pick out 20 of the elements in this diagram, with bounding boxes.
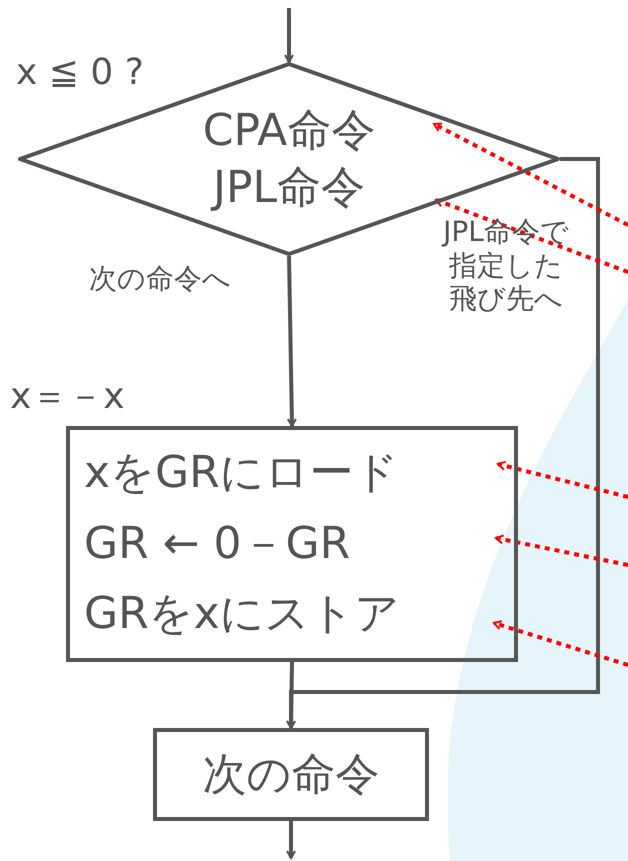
condition-label: x ≦ 0 ? <box>16 52 144 93</box>
dotted-arrow <box>433 122 628 227</box>
node-text: JPL命令 <box>212 161 366 215</box>
dotted-arrow <box>497 460 628 499</box>
condition-label: x＝－x <box>10 375 125 419</box>
arrow <box>284 8 294 63</box>
node-text: xをGRにロード <box>84 446 399 500</box>
arrow <box>286 821 296 859</box>
arrow <box>286 256 297 427</box>
dotted-arrow <box>495 534 628 567</box>
process-box <box>66 426 518 662</box>
node-text: CPA命令 <box>202 104 376 158</box>
node-text: GRをxにストア <box>84 587 400 642</box>
arrow <box>286 662 296 729</box>
process-box <box>153 728 429 821</box>
node-text: GR ← 0－GR <box>84 516 350 571</box>
node-text: 次の命令 <box>202 748 380 802</box>
edge-label: 次の命令へ <box>88 262 232 296</box>
dotted-arrow <box>493 620 628 667</box>
dotted-arrow <box>435 198 628 274</box>
